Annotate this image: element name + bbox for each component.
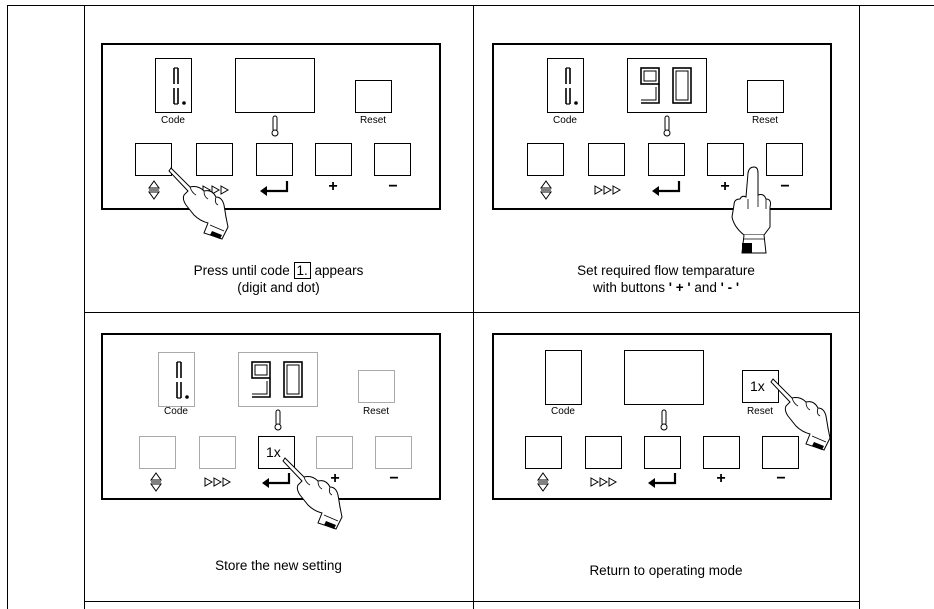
code-label: Code [164,406,188,417]
minus-symbol: − [388,178,398,195]
enter-button[interactable] [256,143,293,176]
temperature-display [238,352,318,407]
enter-button[interactable] [648,143,685,176]
code-inline-box: 1. [293,262,311,279]
enter-button[interactable] [644,436,681,469]
plus-symbol: + [328,178,338,195]
up-down-arrows-icon [148,180,160,200]
triple-triangle-icon [594,185,622,195]
grid-right [859,5,860,609]
up-down-arrows-icon [540,180,552,200]
code-label: Code [551,406,575,417]
press-once-label: 1x [750,378,765,394]
minus-symbol: − [780,178,790,195]
pointing-hand-icon [168,167,229,240]
shift-button[interactable] [199,436,236,469]
code-digit-1 [176,361,189,399]
enter-arrow-icon [262,473,291,488]
minus-button[interactable] [374,143,411,176]
mode-button[interactable] [135,143,172,176]
enter-arrow-icon [648,473,677,488]
reset-button[interactable] [747,80,784,113]
code-digit-1 [173,67,186,105]
step-4-caption: Return to operating mode [589,563,743,578]
minus-symbol: − [389,470,399,487]
code-label: Code [553,115,577,126]
temperature-digits-90 [251,361,303,398]
temperature-digits-90 [640,67,692,104]
shift-button[interactable] [588,143,625,176]
enter-arrow-icon [652,181,681,196]
pointing-hand-icon [731,166,771,254]
mode-button[interactable] [525,436,562,469]
grid-left [84,5,85,609]
shift-button[interactable] [196,143,233,176]
thermometer-icon [660,409,668,431]
step-1-caption: Press until code 1. appears (digit and d… [193,262,364,295]
plus-symbol: + [330,470,340,487]
triple-triangle-icon [590,477,618,487]
press-once-label: 1x [266,444,281,460]
thermometer-icon [663,115,671,137]
mode-button[interactable] [527,143,564,176]
triple-triangle-icon [204,477,232,487]
reset-label: Reset [751,115,779,126]
code-digit-1 [565,67,578,105]
pointing-hand-icon [770,378,831,451]
frame-left [7,5,8,609]
plus-button[interactable] [315,143,352,176]
temperature-display [627,58,707,113]
plus-button[interactable] [316,436,353,469]
plus-button[interactable] [703,436,740,469]
grid-mid-h [84,312,860,313]
frame-top [7,5,934,6]
pointing-hand-icon [282,457,343,530]
temperature-display [235,58,315,113]
reset-label: Reset [746,406,774,417]
step-3-caption: Store the new setting [215,558,342,573]
enter-arrow-icon [260,181,289,196]
plus-symbol: + [720,178,730,195]
code-label: Code [161,115,185,126]
mode-button[interactable] [139,436,176,469]
thermometer-icon [271,115,279,137]
plus-button[interactable] [707,143,744,176]
minus-symbol: − [776,470,786,487]
plus-symbol: + [716,470,726,487]
thermometer-icon [274,409,282,431]
code-display [545,350,582,405]
minus-button[interactable] [375,436,412,469]
minus-button[interactable] [762,436,799,469]
reset-label: Reset [359,115,387,126]
shift-button[interactable] [585,436,622,469]
reset-button[interactable] [358,370,395,403]
reset-button[interactable] [355,80,392,113]
step-2-caption: Set required flow temparature with butto… [577,263,755,295]
minus-button[interactable] [766,143,803,176]
reset-label: Reset [362,406,390,417]
up-down-arrows-icon [150,472,162,492]
reset-button[interactable] [742,370,779,403]
grid-mid-v [473,5,474,609]
temperature-display [624,350,704,405]
up-down-arrows-icon [537,472,549,492]
grid-bottom [84,601,860,602]
